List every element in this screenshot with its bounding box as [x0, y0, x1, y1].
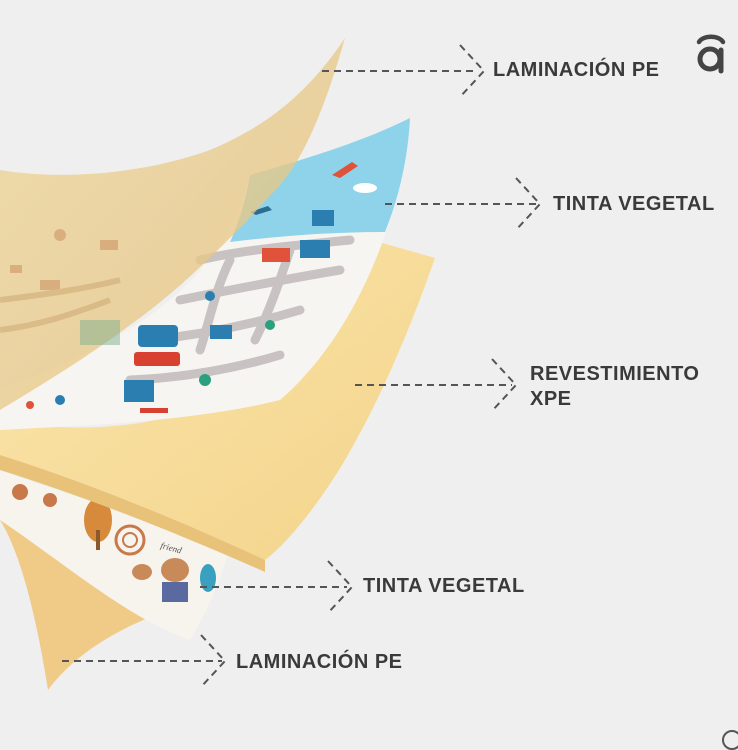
- corner-badge-icon: [722, 730, 738, 750]
- layer-label-bottom-lamination: LAMINACIÓN PE: [236, 650, 403, 675]
- brand-a-logo-icon: [693, 32, 729, 74]
- layer-label-top-ink: TINTA VEGETAL: [553, 192, 715, 217]
- arrow-1: [322, 45, 484, 97]
- layer-label-bottom-ink: TINTA VEGETAL: [363, 574, 525, 599]
- layer-label-xpe-core: REVESTIMIENTO XPE: [530, 362, 700, 412]
- arrow-2: [385, 178, 540, 230]
- layer-label-top-lamination: LAMINACIÓN PE: [493, 58, 660, 83]
